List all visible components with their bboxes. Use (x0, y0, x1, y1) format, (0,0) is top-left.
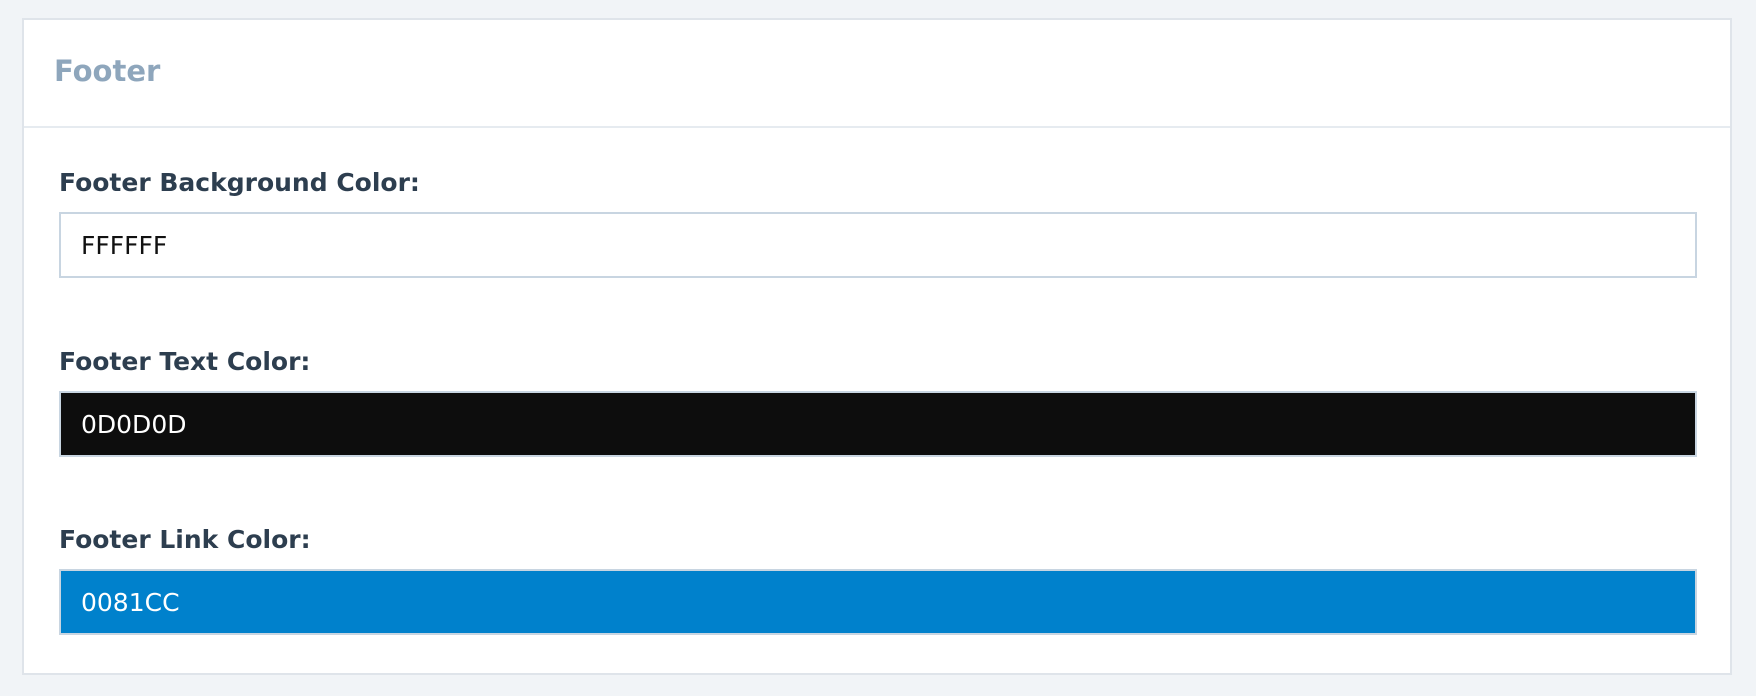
footer-background-color-label: Footer Background Color: (59, 168, 420, 197)
footer-link-color-field: Footer Link Color: (59, 525, 1697, 635)
panel-header: Footer (24, 20, 1730, 128)
footer-link-color-label: Footer Link Color: (59, 525, 311, 554)
footer-text-color-field: Footer Text Color: (59, 347, 1697, 457)
footer-background-color-input[interactable] (59, 212, 1697, 278)
footer-settings-panel: Footer Footer Background Color: Footer T… (22, 18, 1732, 675)
footer-link-color-input[interactable] (59, 569, 1697, 635)
footer-background-color-field: Footer Background Color: (59, 168, 1697, 278)
panel-title: Footer (54, 54, 161, 88)
footer-text-color-input[interactable] (59, 391, 1697, 457)
footer-text-color-label: Footer Text Color: (59, 347, 311, 376)
